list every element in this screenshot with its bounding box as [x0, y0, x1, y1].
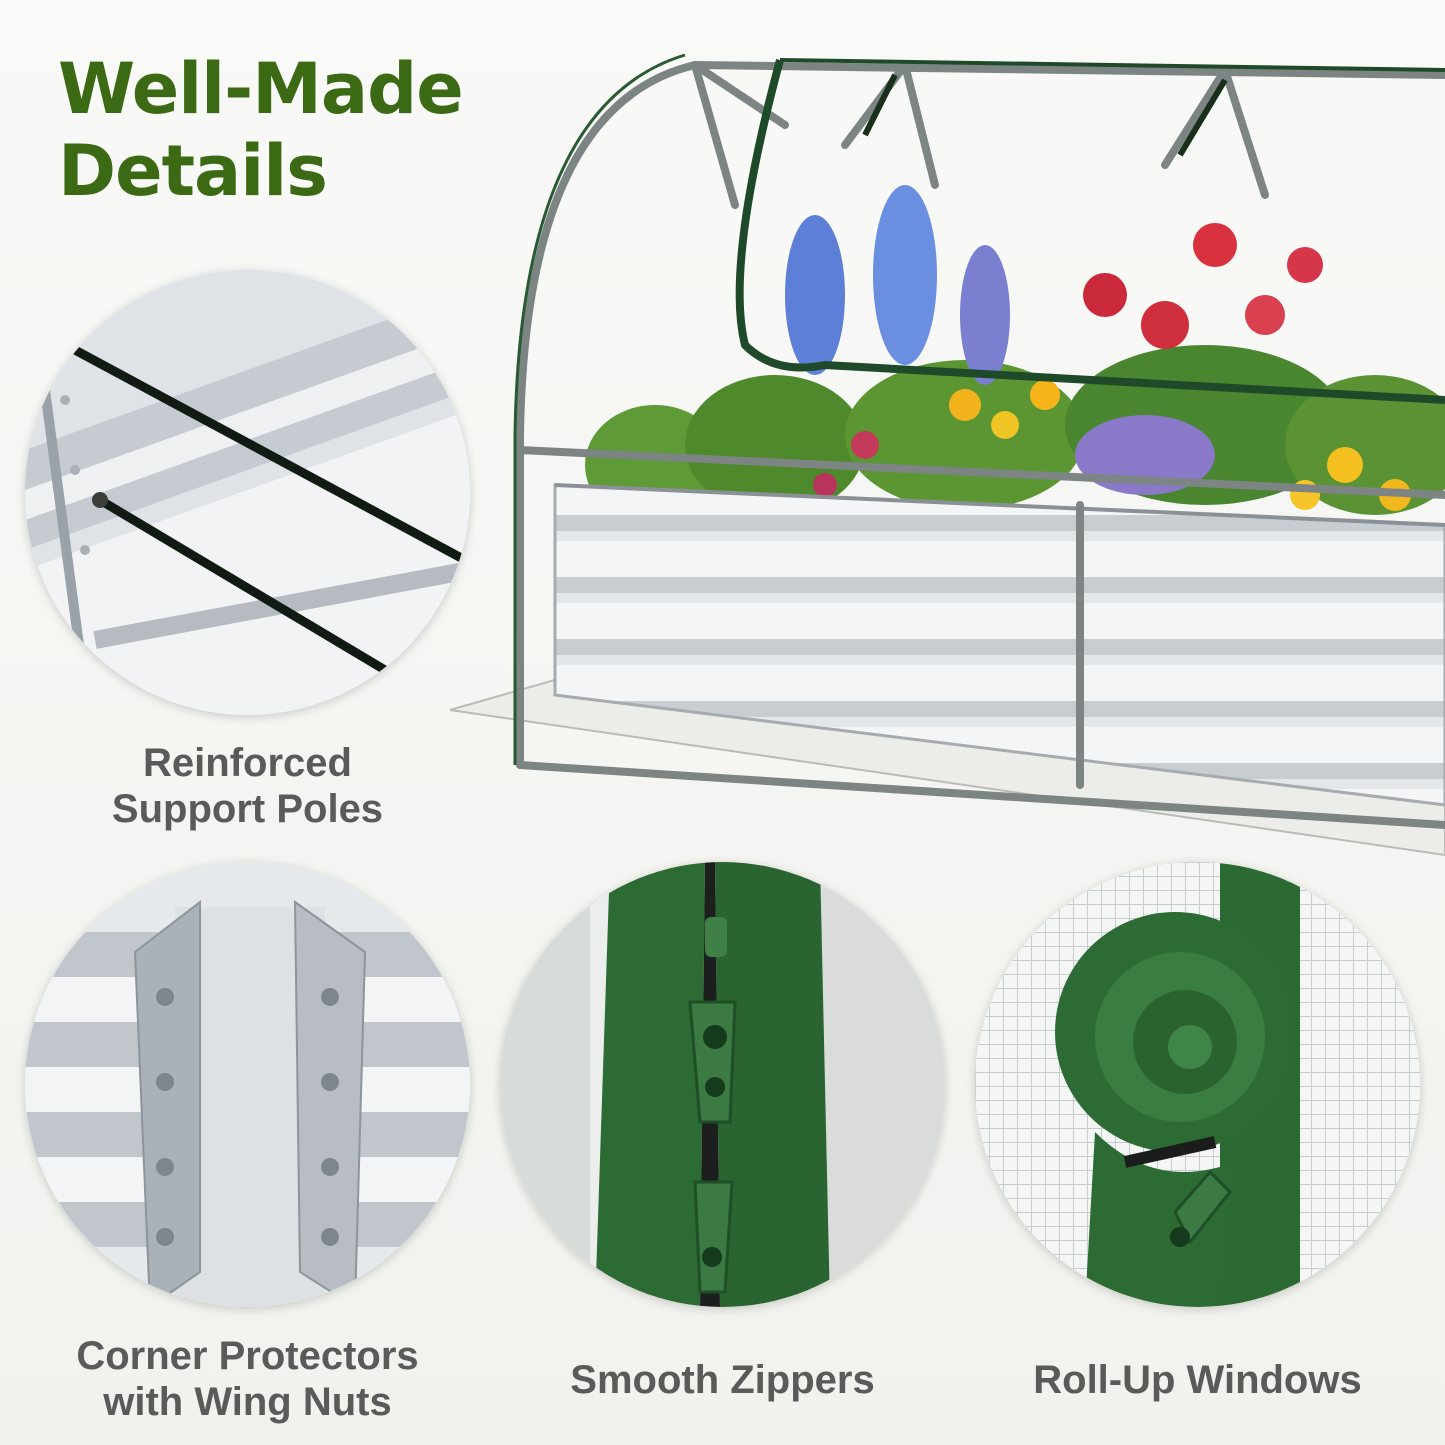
feature-caption-line-1: Smooth Zippers: [570, 1358, 875, 1402]
corner-protectors-detail-image: [25, 862, 470, 1307]
page-title: Well-Made Details: [58, 48, 464, 212]
title-line-1: Well-Made: [58, 48, 464, 130]
feature-caption-line-2: Support Poles: [111, 787, 384, 831]
feature-caption-roll-up-windows: Roll-Up Windows: [990, 1357, 1405, 1403]
feature-caption-corner-protectors: Corner Protectors with Wing Nuts: [40, 1333, 455, 1425]
feature-caption-line-1: Roll-Up Windows: [1033, 1358, 1362, 1402]
smooth-zippers-detail-image: [500, 862, 945, 1307]
feature-caption-line-1: Corner Protectors: [76, 1334, 419, 1378]
feature-caption-smooth-zippers: Smooth Zippers: [520, 1357, 925, 1403]
support-poles-detail-image: [25, 270, 470, 715]
greenhouse-product-image: [445, 45, 1445, 865]
roll-up-windows-detail-image: [975, 862, 1420, 1307]
feature-caption-line-1: Reinforced: [143, 741, 352, 785]
feature-caption-support-poles: Reinforced Support Poles: [60, 740, 435, 832]
title-line-2: Details: [58, 130, 328, 212]
feature-caption-line-2: with Wing Nuts: [103, 1380, 392, 1424]
